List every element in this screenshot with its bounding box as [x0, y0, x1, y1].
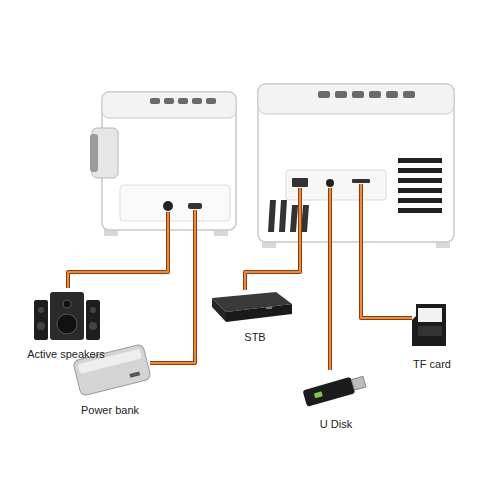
device-label: STB [244, 331, 265, 344]
usb-disk-icon [303, 377, 356, 407]
connection-wires [361, 184, 412, 318]
projector-back-view [398, 208, 442, 213]
device-label: U Disk [320, 418, 352, 431]
usb-disk-icon [303, 373, 367, 406]
projector-side-view [102, 92, 236, 230]
device-label: Active speakers [27, 348, 105, 361]
projector-side-view [192, 98, 202, 104]
projector-side-view [163, 201, 173, 211]
connection-wires [150, 210, 195, 363]
speaker-icon [34, 292, 100, 340]
projector-back-view [398, 178, 442, 183]
set-top-box-icon [212, 292, 292, 322]
projector-side-view [102, 92, 236, 118]
device-label: Power bank [81, 404, 139, 417]
connection-wires [328, 188, 332, 370]
projector-side-view [150, 98, 216, 104]
projector-back-view [318, 91, 330, 98]
connection-wires [68, 184, 412, 370]
projector-side-view [90, 134, 98, 172]
projector-side-view [150, 98, 160, 104]
set-top-box-icon [226, 304, 292, 322]
speaker-icon [57, 314, 77, 334]
projector-back-view [258, 84, 454, 114]
connection-wires [245, 188, 300, 290]
connection-wires [150, 210, 195, 363]
speaker-icon [50, 292, 84, 340]
connection-wires [68, 184, 412, 370]
device-label: TF card [413, 358, 451, 371]
projector-side-view [90, 92, 236, 236]
connection-wires [361, 184, 412, 318]
projector-back-view [268, 200, 276, 232]
projector-back-view [268, 200, 309, 232]
tf-card-icon [412, 304, 446, 346]
projector-back-view [258, 84, 454, 242]
connection-wires [68, 184, 412, 370]
projector-back-view [398, 158, 442, 163]
connection-wires [68, 212, 168, 288]
projector-side-view [188, 203, 202, 209]
projector-back-view [290, 205, 298, 232]
projector-side-view [178, 98, 188, 104]
projector-back-view [403, 91, 415, 98]
projector-back-view [258, 84, 454, 248]
usb-disk-icon [351, 376, 366, 390]
usb-disk-icon [314, 391, 323, 398]
projector-back-view [398, 158, 442, 213]
projector-back-view [292, 178, 308, 187]
connection-wires [329, 188, 331, 370]
connection-wires [68, 212, 168, 288]
speaker-icon [86, 300, 100, 340]
speaker-icon [34, 300, 48, 340]
projector-side-view [120, 185, 230, 221]
projector-back-view [318, 91, 415, 98]
tf-card-icon [418, 326, 442, 336]
projector-back-view [301, 205, 309, 232]
projector-back-view [398, 168, 442, 173]
speaker-icon [38, 307, 44, 313]
projector-back-view [398, 188, 442, 193]
projector-back-view [279, 200, 287, 232]
power-bank-icon [129, 371, 140, 377]
set-top-box-icon [212, 298, 226, 322]
speaker-icon [63, 300, 71, 308]
set-top-box-icon [266, 307, 272, 309]
projector-back-view [352, 91, 364, 98]
projector-back-view [398, 198, 442, 203]
tf-card-icon [412, 304, 446, 346]
tf-card-icon [418, 308, 442, 322]
speaker-icon [89, 322, 97, 330]
projector-back-view [326, 179, 334, 187]
projector-back-view [352, 179, 370, 183]
projector-side-view [206, 98, 216, 104]
speaker-icon [37, 322, 45, 330]
projector-back-view [386, 91, 398, 98]
connection-wires [245, 188, 300, 290]
projector-side-view [164, 98, 174, 104]
projector-back-view [335, 91, 347, 98]
speaker-icon [90, 307, 96, 313]
projector-back-view [369, 91, 381, 98]
